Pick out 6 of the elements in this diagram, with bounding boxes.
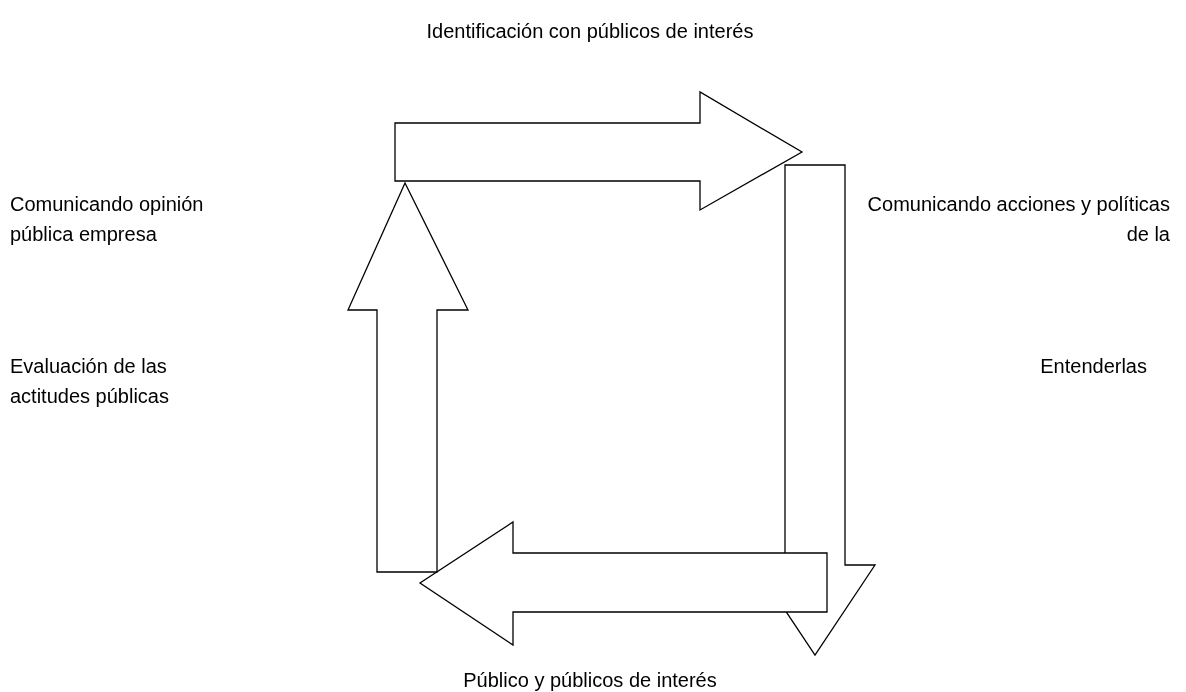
label-text: Comunicando opinión pública empresa	[10, 192, 205, 247]
label-text: Evaluación de las actitudes públicas	[10, 354, 170, 409]
label-text: Entenderlas	[1039, 354, 1147, 379]
label-text: Identificación con públicos de interés	[425, 19, 755, 44]
label-text: Comunicando acciones y políticas de la	[866, 192, 1170, 247]
label-text: Público y públicos de interés	[462, 668, 718, 692]
